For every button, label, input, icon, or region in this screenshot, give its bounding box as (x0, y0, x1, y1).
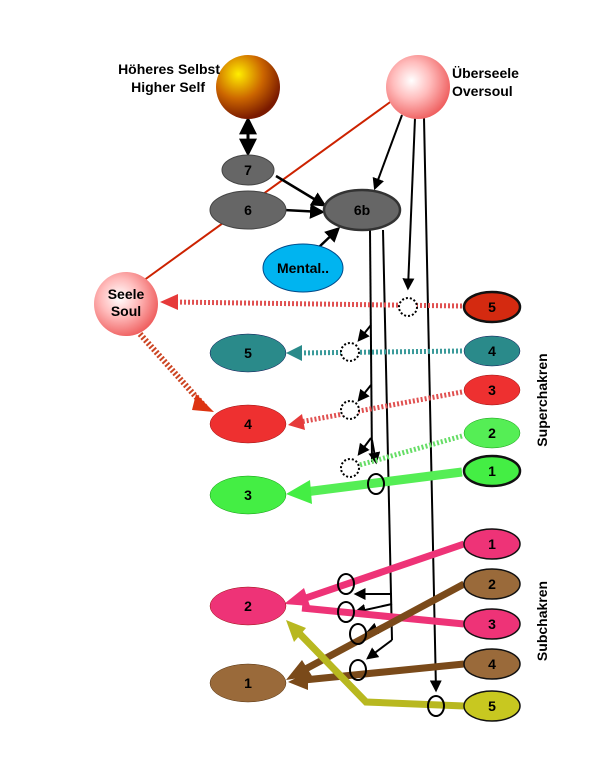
super4-to-left5-line (297, 348, 463, 356)
super5-to-soul-line (171, 299, 463, 309)
super4-to-left5-head (286, 345, 302, 361)
sub-node-5-label: 5 (488, 698, 496, 714)
oversoul-label-1: Überseele (452, 65, 519, 81)
left-node-1 (209, 663, 287, 703)
node-mental (262, 243, 344, 293)
sub-node-4 (463, 648, 521, 680)
6b-line-a (369, 229, 373, 463)
node-7 (221, 154, 275, 186)
sub5-to-left2-path (295, 629, 465, 710)
left-node-2-label: 2 (244, 598, 252, 614)
six-to-6b-arrow (283, 203, 325, 219)
ring-arrow-1 (357, 324, 372, 342)
node-6 (209, 190, 287, 230)
left-node-5 (209, 333, 287, 373)
mental-to-6b-arrow (317, 226, 341, 249)
super-node-3 (463, 374, 521, 406)
sub-node-1-label: 1 (488, 536, 496, 552)
node-6b (322, 188, 402, 232)
super-node-2-label: 2 (488, 425, 496, 441)
sub-node-5 (463, 690, 521, 722)
sub-node-2 (463, 568, 521, 600)
super3-to-left4-line (299, 389, 463, 425)
sub5-to-left2-head (286, 620, 306, 642)
subchakren-label: Subchakren (534, 581, 550, 661)
higher-self-label-1: Höheres Selbst (118, 61, 220, 77)
solid-rings (337, 473, 445, 717)
superchakren-label: Superchakren (534, 353, 550, 446)
super-node-2 (463, 417, 521, 449)
oversoul-to-sub5-line (423, 117, 442, 693)
sub-node-4-label: 4 (488, 656, 496, 672)
sub-node-2-label: 2 (488, 576, 496, 592)
sub1-to-left2-line (298, 540, 466, 604)
oversoul-to-6b-arrow (372, 114, 403, 191)
super-node-3-label: 3 (488, 382, 496, 398)
sub3-to-left2-line (301, 604, 465, 628)
node-7-label: 7 (244, 162, 252, 178)
left-node-5-label: 5 (244, 345, 252, 361)
super-node-4-label: 4 (488, 343, 496, 359)
node-6b-label: 6b (354, 202, 370, 218)
left-node-2 (209, 586, 287, 626)
super-node-4 (463, 335, 521, 367)
super-node-1-label: 1 (488, 463, 496, 479)
6b-line-b (382, 229, 393, 641)
sub-node-3 (463, 608, 521, 640)
soul-label-2: Soul (111, 303, 141, 319)
sub4-to-left1-head (288, 672, 308, 690)
super-node-5 (462, 290, 522, 324)
oversoul-label-2: Oversoul (452, 83, 513, 99)
soul-to-left4-arrow (137, 332, 209, 410)
sub4-to-left1-line (303, 660, 465, 684)
super-node-1 (462, 454, 522, 488)
higher-self-sphere (216, 55, 280, 119)
oversoul-sphere (386, 55, 450, 119)
soul-sphere (94, 272, 158, 336)
ring-arrow-2 (357, 384, 372, 402)
super3-to-left4-head (288, 414, 305, 430)
node-mental-label: Mental.. (277, 260, 329, 276)
left-node-4 (209, 404, 287, 444)
left-node-1-label: 1 (244, 675, 252, 691)
super5-to-soul-head (160, 294, 178, 310)
ring-arrow-3 (357, 437, 372, 456)
sub-node-1 (463, 528, 521, 560)
seven-to-6b-arrow (275, 174, 327, 207)
left-node-3-label: 3 (244, 487, 252, 503)
left-node-4-label: 4 (244, 416, 252, 432)
super-node-5-label: 5 (488, 299, 496, 315)
soul-to-left4-head (192, 394, 214, 412)
soul-label-1: Seele (108, 286, 145, 302)
higher-self-label-2: Higher Self (131, 79, 205, 95)
sub-node-3-label: 3 (488, 616, 496, 632)
dashed-rings (340, 297, 418, 478)
super1-to-left3-head (286, 480, 312, 504)
sub1-to-left2-head (284, 588, 310, 606)
sub-connector-4 (366, 639, 393, 660)
oversoul-to-super5-line (402, 117, 416, 291)
left-node-3 (209, 475, 287, 515)
node-6-label: 6 (244, 202, 252, 218)
